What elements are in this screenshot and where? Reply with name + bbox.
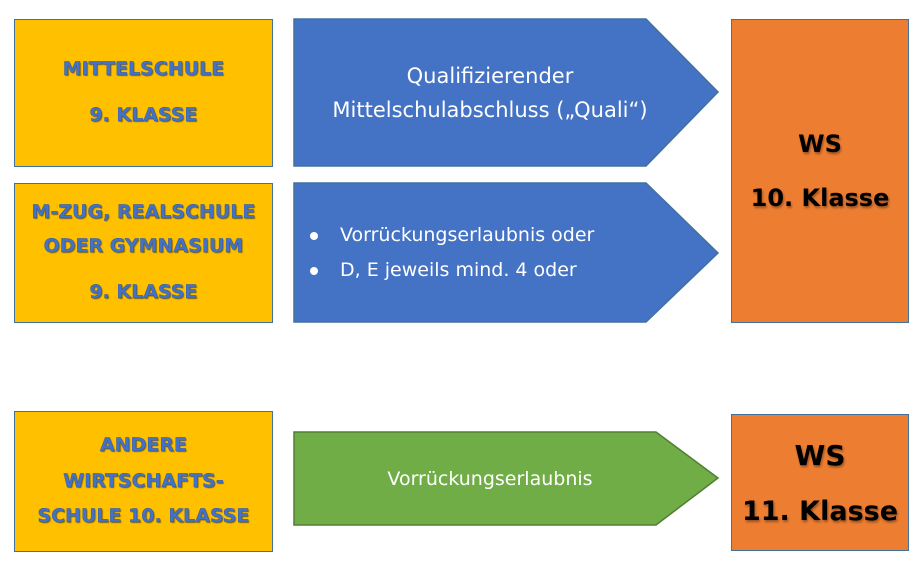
arrow-vorrueckung-conditions-text: Vorrückungserlaubnis oder D, E jeweils m… bbox=[304, 183, 684, 322]
target-line: WS bbox=[794, 438, 846, 472]
target-line: 11. Klasse bbox=[741, 495, 899, 527]
source-box-realschule-gymnasium: M-ZUG, REALSCHULE ODER GYMNASIUM 9. KLAS… bbox=[14, 183, 273, 323]
arrow-vorrueckung-text: Vorrückungserlaubnis bbox=[300, 432, 680, 525]
source-box-mittelschule: MITTELSCHULE 9. KLASSE bbox=[14, 19, 273, 167]
source-box-andere-wirtschaftsschule: ANDERE WIRTSCHAFTS- SCHULE 10. KLASSE bbox=[14, 411, 273, 552]
source-line: M-ZUG, REALSCHULE bbox=[31, 201, 256, 224]
target-box-ws-10-klasse: WS 10. Klasse bbox=[731, 19, 909, 323]
source-line: ANDERE bbox=[100, 433, 187, 456]
source-line: SCHULE 10. KLASSE bbox=[37, 505, 250, 528]
arrow-vorrueckung-conditions bbox=[293, 182, 720, 323]
arrow-line: Vorrückungserlaubnis bbox=[387, 467, 593, 490]
source-line: WIRTSCHAFTS- bbox=[63, 469, 224, 492]
target-line: WS bbox=[798, 130, 842, 158]
arrow-vorrueckung bbox=[293, 431, 720, 526]
condition-item: Vorrückungserlaubnis oder bbox=[304, 218, 594, 253]
source-line: ODER GYMNASIUM bbox=[43, 235, 244, 258]
arrow-quali-text: Qualifizierender Mittelschulabschluss („… bbox=[300, 19, 680, 166]
arrow-quali bbox=[293, 18, 720, 167]
source-line: MITTELSCHULE bbox=[62, 58, 225, 81]
condition-list: Vorrückungserlaubnis oder D, E jeweils m… bbox=[304, 218, 594, 288]
source-line: 9. KLASSE bbox=[89, 104, 198, 126]
target-line: 10. Klasse bbox=[750, 184, 890, 212]
source-line: 9. KLASSE bbox=[89, 280, 198, 303]
target-box-ws-11-klasse: WS 11. Klasse bbox=[731, 414, 909, 551]
arrow-line: Qualifizierender bbox=[406, 63, 574, 88]
condition-item: D, E jeweils mind. 4 oder bbox=[304, 253, 594, 288]
arrow-line: Mittelschulabschluss („Quali“) bbox=[332, 97, 648, 122]
